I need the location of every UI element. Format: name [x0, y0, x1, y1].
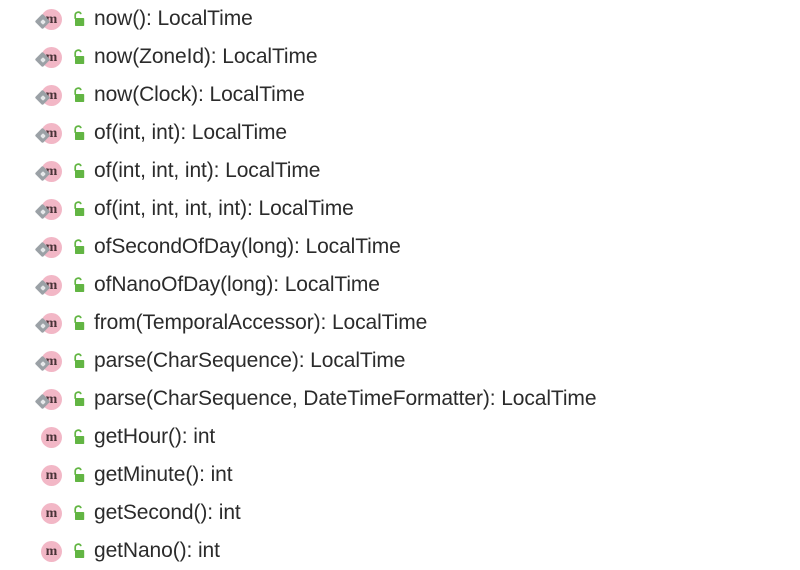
member-icon-cluster: m	[34, 190, 94, 228]
member-icon-cluster: m	[34, 304, 94, 342]
member-row[interactable]: m of(int, int, int, int): LocalTime	[0, 190, 800, 228]
member-icon-cluster: m	[34, 114, 94, 152]
public-open-padlock-icon	[71, 124, 87, 142]
method-glyph: m	[45, 50, 58, 65]
static-modifier-diamond-icon	[34, 89, 51, 106]
method-icon: m	[41, 427, 62, 448]
public-open-padlock-icon	[71, 390, 87, 408]
member-signature: parse(CharSequence, DateTimeFormatter): …	[94, 387, 597, 410]
member-row[interactable]: m parse(CharSequence): LocalTime	[0, 342, 800, 380]
member-icon-cluster: m	[38, 418, 94, 456]
member-icon-cluster: m	[34, 152, 94, 190]
method-glyph: m	[45, 430, 58, 445]
static-modifier-diamond-icon	[34, 165, 51, 182]
member-signature: from(TemporalAccessor): LocalTime	[94, 311, 428, 334]
member-icon-cluster: m	[34, 228, 94, 266]
member-icon-cluster: m	[34, 76, 94, 114]
public-open-padlock-icon	[71, 428, 87, 446]
member-signature: getSecond(): int	[94, 501, 241, 524]
static-modifier-diamond-icon	[34, 203, 51, 220]
public-open-padlock-icon	[71, 466, 87, 484]
static-modifier-diamond-icon	[34, 51, 51, 68]
member-icon-cluster: m	[34, 38, 94, 76]
method-glyph: m	[45, 240, 58, 255]
member-icon-cluster: m	[34, 0, 94, 38]
static-modifier-diamond-icon	[34, 317, 51, 334]
public-open-padlock-icon	[71, 504, 87, 522]
member-signature: ofSecondOfDay(long): LocalTime	[94, 235, 401, 258]
member-icon-cluster: m	[38, 494, 94, 532]
method-glyph: m	[45, 278, 58, 293]
member-signature: of(int, int, int): LocalTime	[94, 159, 321, 182]
member-row[interactable]: m of(int, int, int): LocalTime	[0, 152, 800, 190]
public-open-padlock-icon	[71, 162, 87, 180]
member-row[interactable]: m now(Clock): LocalTime	[0, 76, 800, 114]
public-open-padlock-icon	[71, 542, 87, 560]
method-glyph: m	[45, 392, 58, 407]
member-row[interactable]: m getNano(): int	[0, 532, 800, 570]
public-open-padlock-icon	[71, 10, 87, 28]
member-icon-cluster: m	[38, 456, 94, 494]
member-row[interactable]: m from(TemporalAccessor): LocalTime	[0, 304, 800, 342]
member-icon-cluster: m	[34, 266, 94, 304]
member-signature: of(int, int): LocalTime	[94, 121, 287, 144]
member-signature: getHour(): int	[94, 425, 216, 448]
method-glyph: m	[45, 164, 58, 179]
method-glyph: m	[45, 354, 58, 369]
static-modifier-diamond-icon	[34, 13, 51, 30]
member-signature: getMinute(): int	[94, 463, 233, 486]
member-row[interactable]: m now(ZoneId): LocalTime	[0, 38, 800, 76]
public-open-padlock-icon	[71, 314, 87, 332]
member-signature: now(Clock): LocalTime	[94, 83, 305, 106]
member-row[interactable]: m of(int, int): LocalTime	[0, 114, 800, 152]
member-row[interactable]: m getMinute(): int	[0, 456, 800, 494]
method-glyph: m	[45, 544, 58, 559]
public-open-padlock-icon	[71, 200, 87, 218]
method-glyph: m	[45, 88, 58, 103]
static-modifier-diamond-icon	[34, 127, 51, 144]
public-open-padlock-icon	[71, 276, 87, 294]
member-icon-cluster: m	[34, 380, 94, 418]
member-signature: now(ZoneId): LocalTime	[94, 45, 318, 68]
method-glyph: m	[45, 316, 58, 331]
member-signature: parse(CharSequence): LocalTime	[94, 349, 406, 372]
method-glyph: m	[45, 126, 58, 141]
public-open-padlock-icon	[71, 86, 87, 104]
public-open-padlock-icon	[71, 48, 87, 66]
static-modifier-diamond-icon	[34, 393, 51, 410]
member-row[interactable]: m now(): LocalTime	[0, 0, 800, 38]
method-glyph: m	[45, 12, 58, 27]
member-row[interactable]: m ofNanoOfDay(long): LocalTime	[0, 266, 800, 304]
member-signature: of(int, int, int, int): LocalTime	[94, 197, 354, 220]
static-modifier-diamond-icon	[34, 355, 51, 372]
method-icon: m	[41, 503, 62, 524]
public-open-padlock-icon	[71, 352, 87, 370]
member-icon-cluster: m	[38, 532, 94, 570]
member-signature: now(): LocalTime	[94, 7, 253, 30]
member-signature: ofNanoOfDay(long): LocalTime	[94, 273, 380, 296]
method-glyph: m	[45, 506, 58, 521]
member-row[interactable]: m getHour(): int	[0, 418, 800, 456]
method-icon: m	[41, 541, 62, 562]
method-glyph: m	[45, 202, 58, 217]
member-icon-cluster: m	[34, 342, 94, 380]
member-signature: getNano(): int	[94, 539, 220, 562]
method-icon: m	[41, 465, 62, 486]
public-open-padlock-icon	[71, 238, 87, 256]
member-row[interactable]: m parse(CharSequence, DateTimeFormatter):…	[0, 380, 800, 418]
member-row[interactable]: m ofSecondOfDay(long): LocalTime	[0, 228, 800, 266]
method-glyph: m	[45, 468, 58, 483]
member-row[interactable]: m getSecond(): int	[0, 494, 800, 532]
static-modifier-diamond-icon	[34, 241, 51, 258]
static-modifier-diamond-icon	[34, 279, 51, 296]
